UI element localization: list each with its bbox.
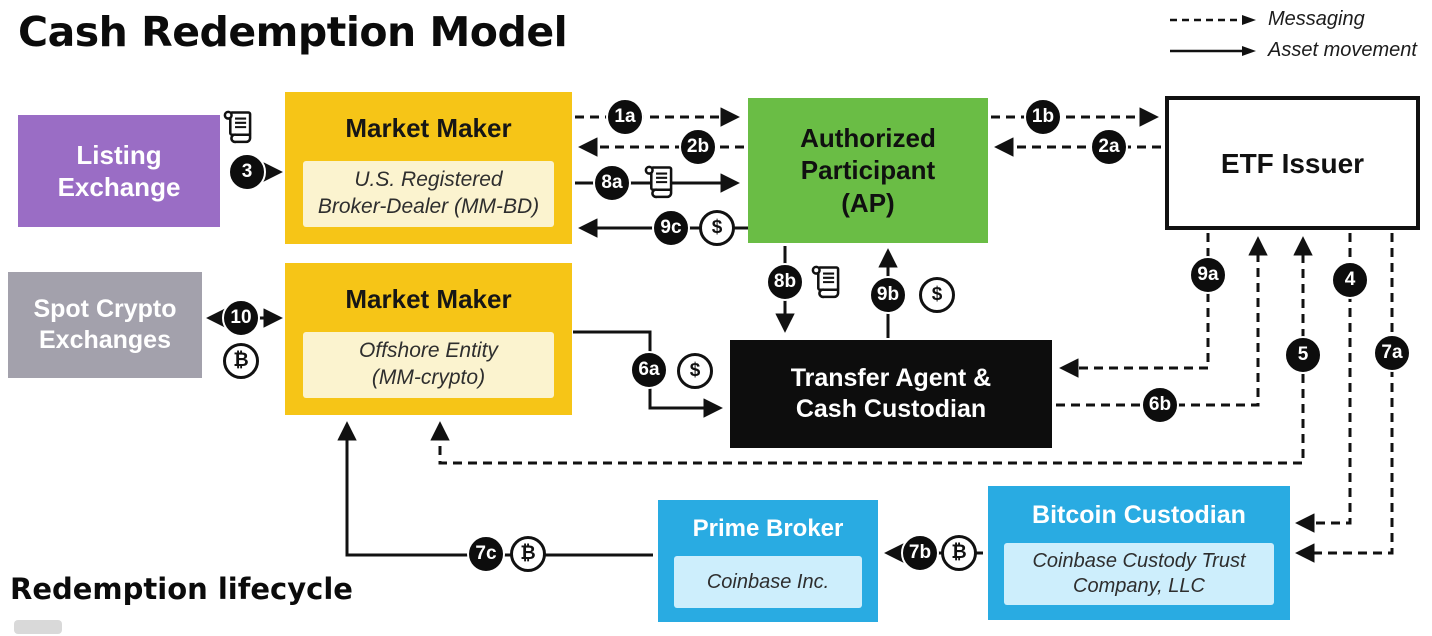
node-subtitle: Coinbase Custody Trust Company, LLC <box>1032 550 1246 598</box>
node-subtitle-box: Coinbase Inc. <box>674 556 862 608</box>
edge-7c-asset <box>337 421 653 557</box>
edge-6b-messaging <box>1056 236 1268 407</box>
step-circle-8a: 8a <box>593 164 631 202</box>
node-transfer-agent: Transfer Agent & Cash Custodian <box>730 340 1052 448</box>
node-subtitle-box: Coinbase Custody Trust Company, LLC <box>1004 543 1274 606</box>
step-circle-9c: 9c <box>652 209 690 247</box>
node-listing-exchange: Listing Exchange <box>18 115 220 227</box>
node-spot-crypto-exchanges: Spot Crypto Exchanges <box>8 272 202 378</box>
page-title: Cash Redemption Model <box>18 8 568 56</box>
step-circle-7c: 7c <box>467 535 505 573</box>
node-label: Transfer Agent & Cash Custodian <box>790 363 992 423</box>
step-circle-4: 4 <box>1331 261 1369 299</box>
legend: Messaging Asset movement <box>1168 8 1418 62</box>
step-circle-2a: 2a <box>1090 128 1128 166</box>
step-circle-8b: 8b <box>766 263 804 301</box>
cropped-element <box>14 620 62 634</box>
node-market-maker-crypto: Market Maker Offshore Entity (MM-crypto) <box>285 263 572 415</box>
node-label: Spot Crypto Exchanges <box>33 294 177 354</box>
step-circle-10: 10 <box>222 299 260 337</box>
bitcoin-icon: ₿ <box>510 536 546 572</box>
solid-arrow-icon <box>1170 45 1256 56</box>
node-label: ETF Issuer <box>1220 147 1365 179</box>
node-etf-issuer: ETF Issuer <box>1165 96 1420 230</box>
scroll-icon <box>644 165 673 199</box>
node-label: Authorized Participant (AP) <box>800 122 936 218</box>
edge-9a-messaging <box>1059 233 1210 378</box>
node-subtitle: Coinbase Inc. <box>706 570 830 593</box>
node-label: Listing Exchange <box>57 139 181 203</box>
step-circle-6a: 6a <box>630 351 668 389</box>
step-circle-7b: 7b <box>901 534 939 572</box>
node-subtitle: U.S. Registered Broker-Dealer (MM-BD) <box>317 168 540 218</box>
node-bitcoin-custodian: Bitcoin Custodian Coinbase Custody Trust… <box>988 486 1290 620</box>
node-title: Market Maker <box>345 113 512 143</box>
scroll-icon <box>223 110 252 144</box>
scroll-icon <box>811 265 840 299</box>
node-subtitle-box: Offshore Entity (MM-crypto) <box>303 331 554 398</box>
dollar-icon: $ <box>919 277 955 313</box>
node-subtitle: Offshore Entity (MM-crypto) <box>359 339 498 389</box>
node-title: Bitcoin Custodian <box>1032 501 1246 529</box>
node-title: Market Maker <box>345 284 512 314</box>
node-title: Prime Broker <box>692 515 844 542</box>
bitcoin-icon: ₿ <box>941 535 977 571</box>
step-circle-2b: 2b <box>679 128 717 166</box>
node-subtitle-box: U.S. Registered Broker-Dealer (MM-BD) <box>303 160 554 227</box>
legend-messaging-row: Messaging <box>1168 8 1418 31</box>
node-market-maker-bd: Market Maker U.S. Registered Broker-Deal… <box>285 92 572 244</box>
legend-messaging-label: Messaging <box>1268 8 1365 30</box>
step-circle-1b: 1b <box>1024 98 1062 136</box>
lifecycle-heading: Redemption lifecycle <box>10 572 353 606</box>
legend-asset-row: Asset movement <box>1168 39 1418 62</box>
edge-4-messaging <box>1295 233 1352 533</box>
step-circle-9a: 9a <box>1189 256 1227 294</box>
step-circle-9b: 9b <box>869 276 907 314</box>
step-circle-1a: 1a <box>606 98 644 136</box>
step-circle-5: 5 <box>1284 336 1322 374</box>
step-circle-6b: 6b <box>1141 386 1179 424</box>
legend-asset-label: Asset movement <box>1268 39 1417 61</box>
bitcoin-icon: ₿ <box>223 343 259 379</box>
step-circle-7a: 7a <box>1373 334 1411 372</box>
dollar-icon: $ <box>699 210 735 246</box>
dollar-icon: $ <box>677 353 713 389</box>
step-circle-3: 3 <box>228 153 266 191</box>
node-authorized-participant: Authorized Participant (AP) <box>748 98 988 243</box>
dashed-arrow-icon <box>1170 14 1256 25</box>
node-prime-broker: Prime Broker Coinbase Inc. <box>658 500 878 622</box>
